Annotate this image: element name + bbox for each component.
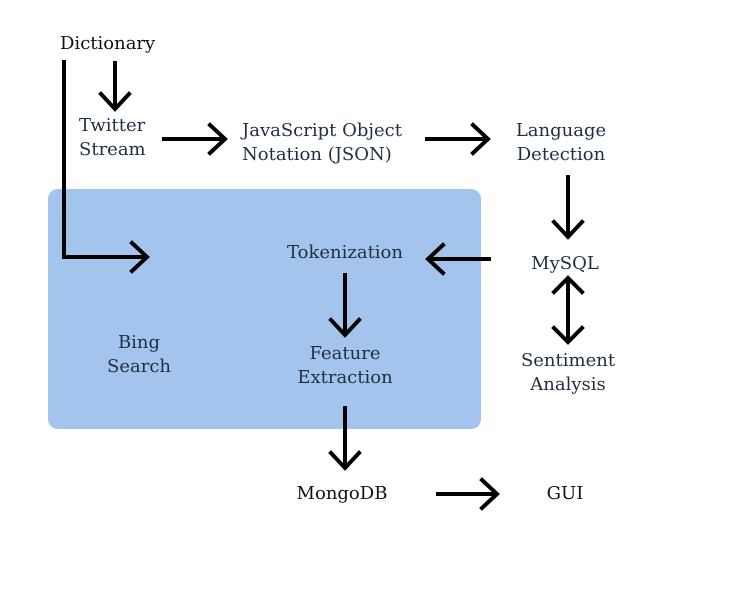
- node-twitter-stream: Twitter Stream: [79, 115, 146, 160]
- arrow-twitter-to-json: [162, 122, 228, 156]
- node-mongodb: MongoDB: [296, 483, 388, 504]
- node-tokenization: Tokenization: [287, 242, 403, 263]
- arrow-dictionary-to-twitter: [98, 61, 132, 112]
- node-dictionary: Dictionary: [60, 33, 156, 54]
- arrow-feature-to-mongodb: [328, 406, 362, 471]
- node-gui: GUI: [546, 483, 584, 504]
- arrow-mysql-to-tokenization: [425, 242, 491, 276]
- arrow-json-to-language: [425, 122, 491, 156]
- arrow-mysql-sentiment-bidirectional: [551, 275, 585, 345]
- node-sentiment-analysis: Sentiment Analysis: [520, 350, 616, 395]
- arrow-tokenization-to-feature: [328, 273, 362, 338]
- highlight-region: [48, 189, 481, 429]
- arrow-dictionary-to-bing: [62, 60, 150, 274]
- node-language-detection: Language Detection: [515, 120, 607, 165]
- arrow-language-to-mysql: [551, 175, 585, 240]
- arrow-mongodb-to-gui: [436, 477, 500, 511]
- node-bing-search: Bing Search: [107, 332, 171, 377]
- node-feature-extraction: Feature Extraction: [297, 343, 393, 388]
- node-json: JavaScript Object Notation (JSON): [242, 120, 402, 165]
- node-mysql: MySQL: [531, 253, 599, 274]
